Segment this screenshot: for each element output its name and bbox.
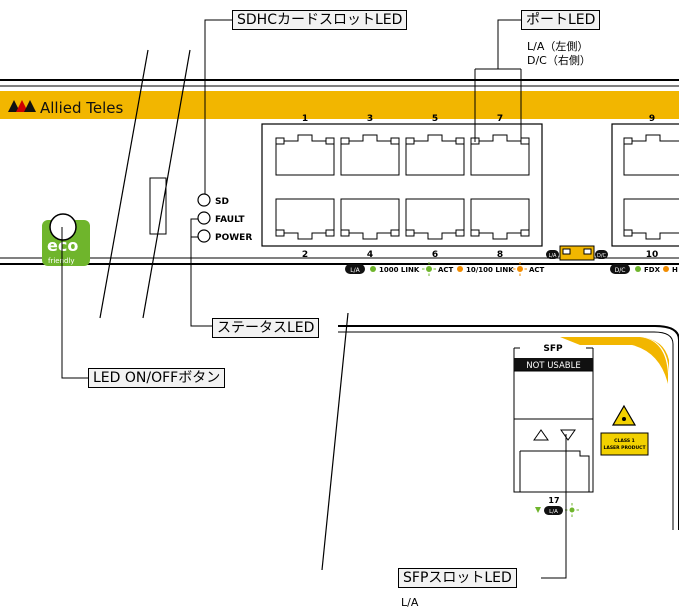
- legend-act-2: ACT: [529, 266, 545, 274]
- sfp-la-note: L/A: [401, 596, 419, 609]
- rj45-port: [470, 134, 530, 176]
- blink-green-icon: [422, 262, 436, 276]
- laser-warning-icon: [611, 404, 637, 426]
- rj45-port: [340, 134, 400, 176]
- la-key-label: L/A: [549, 253, 557, 259]
- port-led-la-note: L/A（左側）: [527, 40, 589, 53]
- led-on-off-button-callout: LED ON/OFFボタン: [88, 368, 226, 388]
- rj45-port: [405, 198, 465, 240]
- laser-product: LASER PRODUCT: [603, 445, 646, 451]
- port-block: 1 3 5 7 2 4 6 8: [261, 114, 543, 260]
- sfp-la-badge: L/A: [549, 509, 558, 515]
- legend-h: H: [672, 266, 678, 274]
- sd-led-icon: [197, 193, 211, 207]
- legend-la-badge: L/A: [350, 267, 360, 274]
- status-led-callout: ステータスLED: [212, 318, 320, 338]
- fault-label: FAULT: [215, 215, 245, 225]
- port-number: 6: [432, 250, 438, 260]
- port-number: 7: [497, 114, 503, 124]
- sfp-slot-led-callout: SFPスロットLED: [398, 568, 517, 588]
- sfp-title: SFP: [543, 344, 563, 354]
- rj45-port: [470, 198, 530, 240]
- blink-green-icon: [565, 503, 579, 517]
- port-number: 4: [367, 250, 373, 260]
- sfp-slot: SFP NOT USABLE 17 L/A: [513, 344, 594, 517]
- orange-led-icon: [457, 266, 463, 272]
- port-led-legend: L/A 1000 LINK ACT 10/100 LINK ACT D/C FD…: [345, 262, 678, 276]
- dc-key-label: D/C: [597, 253, 607, 259]
- green-led-icon: [635, 266, 641, 272]
- rj45-port: [275, 134, 335, 176]
- port-led-callout: ポートLED: [521, 10, 601, 30]
- port-number: 5: [432, 114, 438, 124]
- port-number: 2: [302, 250, 308, 260]
- port-led-dc-note: D/C（右側）: [527, 54, 591, 67]
- orange-led-icon: [663, 266, 669, 272]
- legend-act-1: ACT: [438, 266, 454, 274]
- power-label: POWER: [215, 233, 252, 243]
- eco-friendly-button[interactable]: eco friendly: [42, 213, 90, 266]
- rj45-port: [340, 198, 400, 240]
- legend-1000-link: 1000 LINK: [379, 266, 420, 274]
- logo-text: Allied Teles: [40, 99, 124, 117]
- rj45-port: [405, 134, 465, 176]
- sfp-panel: [338, 325, 679, 530]
- triangle-down-icon: [560, 429, 576, 441]
- not-usable-label: NOT USABLE: [526, 361, 580, 371]
- power-led-icon: [197, 229, 211, 243]
- port-number: 3: [367, 114, 373, 124]
- port-number: 9: [649, 114, 655, 124]
- laser-warning-label: CLASS 1 LASER PRODUCT: [600, 404, 649, 456]
- sfp-port-number: 17: [548, 496, 559, 505]
- green-led-icon: [370, 266, 376, 272]
- port-number: 8: [497, 250, 503, 260]
- sdhc-card-slot-led-callout: SDHCカードスロットLED: [232, 10, 408, 30]
- port-number: 1: [302, 114, 308, 124]
- fault-led-icon: [197, 211, 211, 225]
- break-lines: [99, 49, 349, 571]
- triangle-up-icon: [533, 429, 549, 441]
- port-block-right: 9 10: [611, 114, 679, 260]
- leader-lines: [61, 19, 567, 579]
- rj45-port: [275, 198, 335, 240]
- legend-fdx: FDX: [644, 266, 661, 274]
- legend-10-100-link: 10/100 LINK: [466, 266, 514, 274]
- port-number: 10: [646, 250, 659, 260]
- status-leds: SD FAULT POWER: [197, 193, 252, 243]
- sd-label: SD: [215, 197, 229, 207]
- chassis-top: [0, 79, 679, 265]
- side-bracket: [149, 177, 167, 235]
- allied-telesis-logo: Allied Teles: [8, 99, 124, 117]
- eco-label: eco: [47, 236, 78, 255]
- laser-class: CLASS 1: [614, 438, 635, 444]
- eco-sublabel: friendly: [48, 257, 75, 265]
- port-led-key: L/A D/C: [546, 245, 608, 261]
- blink-orange-icon: [513, 262, 527, 276]
- legend-dc-badge: D/C: [615, 267, 626, 274]
- green-arrow-icon: [535, 507, 541, 513]
